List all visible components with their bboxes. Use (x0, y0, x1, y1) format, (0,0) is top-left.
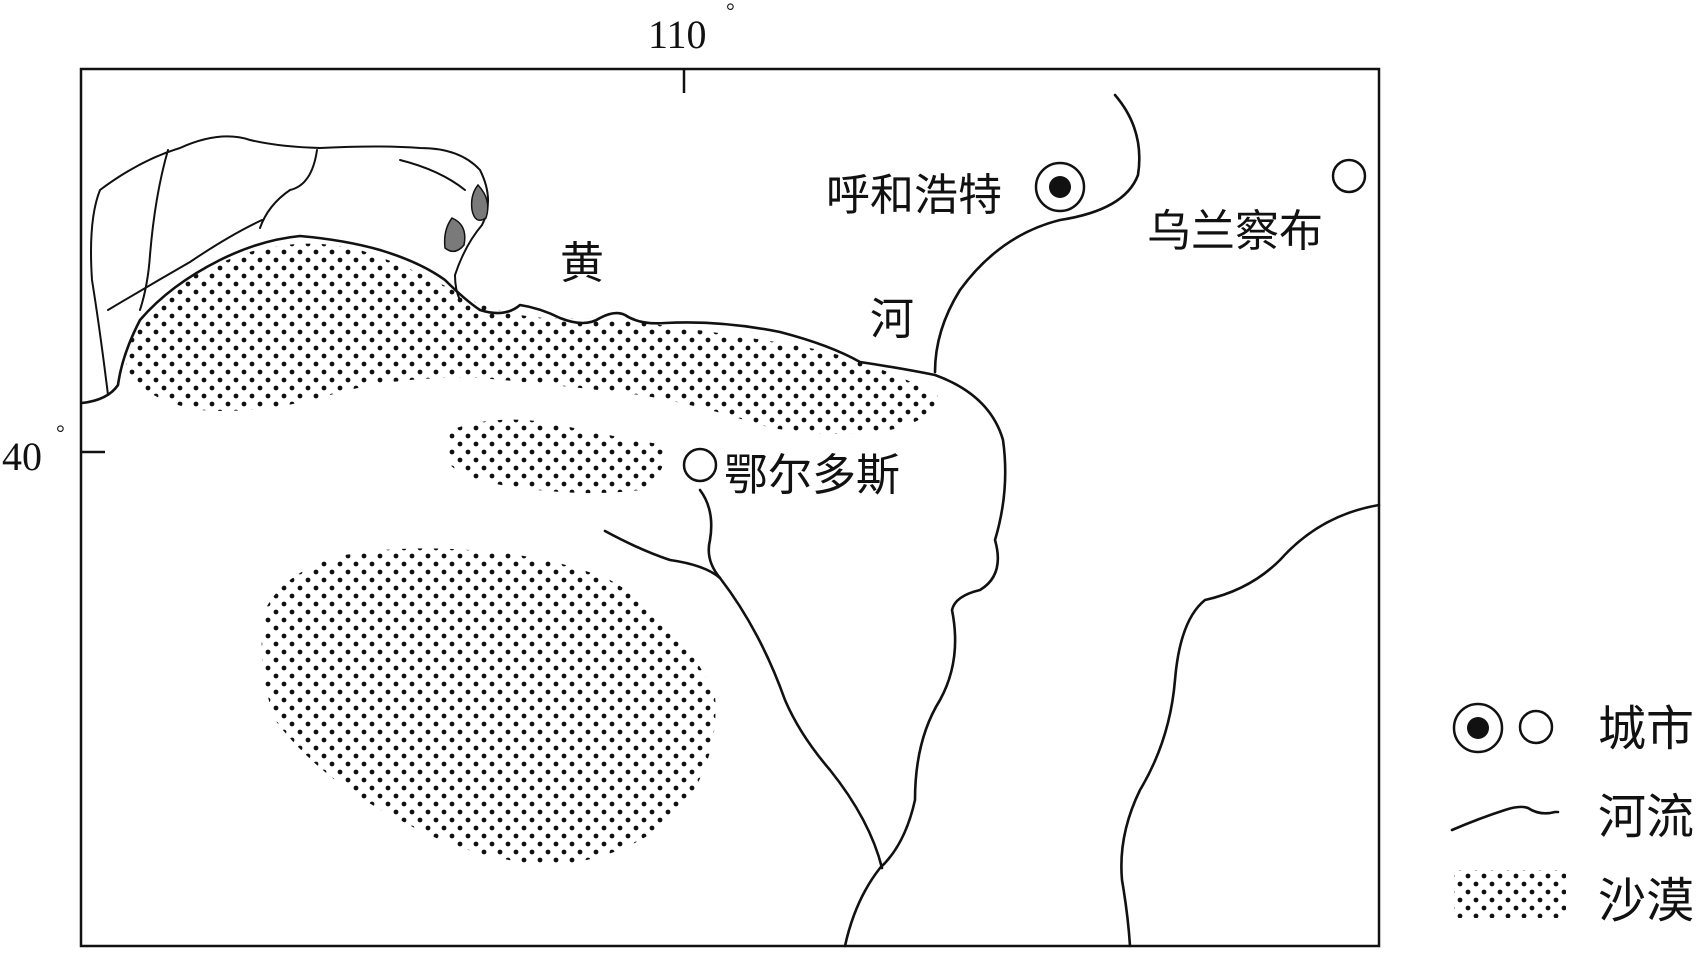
city-eerduosi-marker (682, 447, 718, 483)
city-wulanchabu-label: 乌兰察布 (1147, 206, 1323, 257)
river-huhehaote (933, 93, 1141, 374)
city-eerduosi-label: 鄂尔多斯 (724, 450, 900, 501)
tributary-branch (603, 529, 722, 580)
river-label-huang: 黄 (560, 238, 604, 289)
legend: 城市 河流 沙漠 (1450, 701, 1694, 929)
legend-river-symbol (1450, 805, 1560, 832)
legend-city-label: 城市 (1598, 701, 1694, 757)
river-label-he: 河 (870, 294, 914, 345)
northern-uplands-outline (90, 135, 489, 396)
mountain-patch-2 (443, 217, 466, 253)
yellow-river (80, 234, 1007, 948)
desert-area-north (126, 243, 938, 434)
latitude-label: 40 (2, 434, 42, 479)
legend-desert-label: 沙漠 (1598, 873, 1694, 929)
city-wulanchabu-marker (1331, 158, 1367, 194)
city-huhehaote-marker (1034, 161, 1086, 213)
latitude-degree: ° (56, 420, 65, 445)
northern-uplands-divider-3 (399, 159, 466, 191)
city-huhehaote-label: 呼和浩特 (826, 170, 1002, 221)
legend-river-label: 河流 (1598, 789, 1694, 845)
legend-city-symbols (1452, 702, 1554, 754)
northern-uplands-divider-4 (107, 219, 263, 311)
mountain-patch-1 (470, 183, 489, 221)
desert-area-middle (448, 419, 666, 494)
northern-uplands-divider-1 (139, 149, 169, 311)
longitude-degree: ° (726, 0, 735, 23)
desert-area-south (261, 548, 716, 865)
northern-uplands-divider-2 (259, 149, 318, 229)
river-east (1120, 503, 1381, 948)
map-frame (79, 67, 1381, 948)
legend-desert-symbol (1454, 870, 1566, 918)
tributary-eerduosi (698, 488, 884, 870)
longitude-label: 110 (648, 12, 707, 57)
